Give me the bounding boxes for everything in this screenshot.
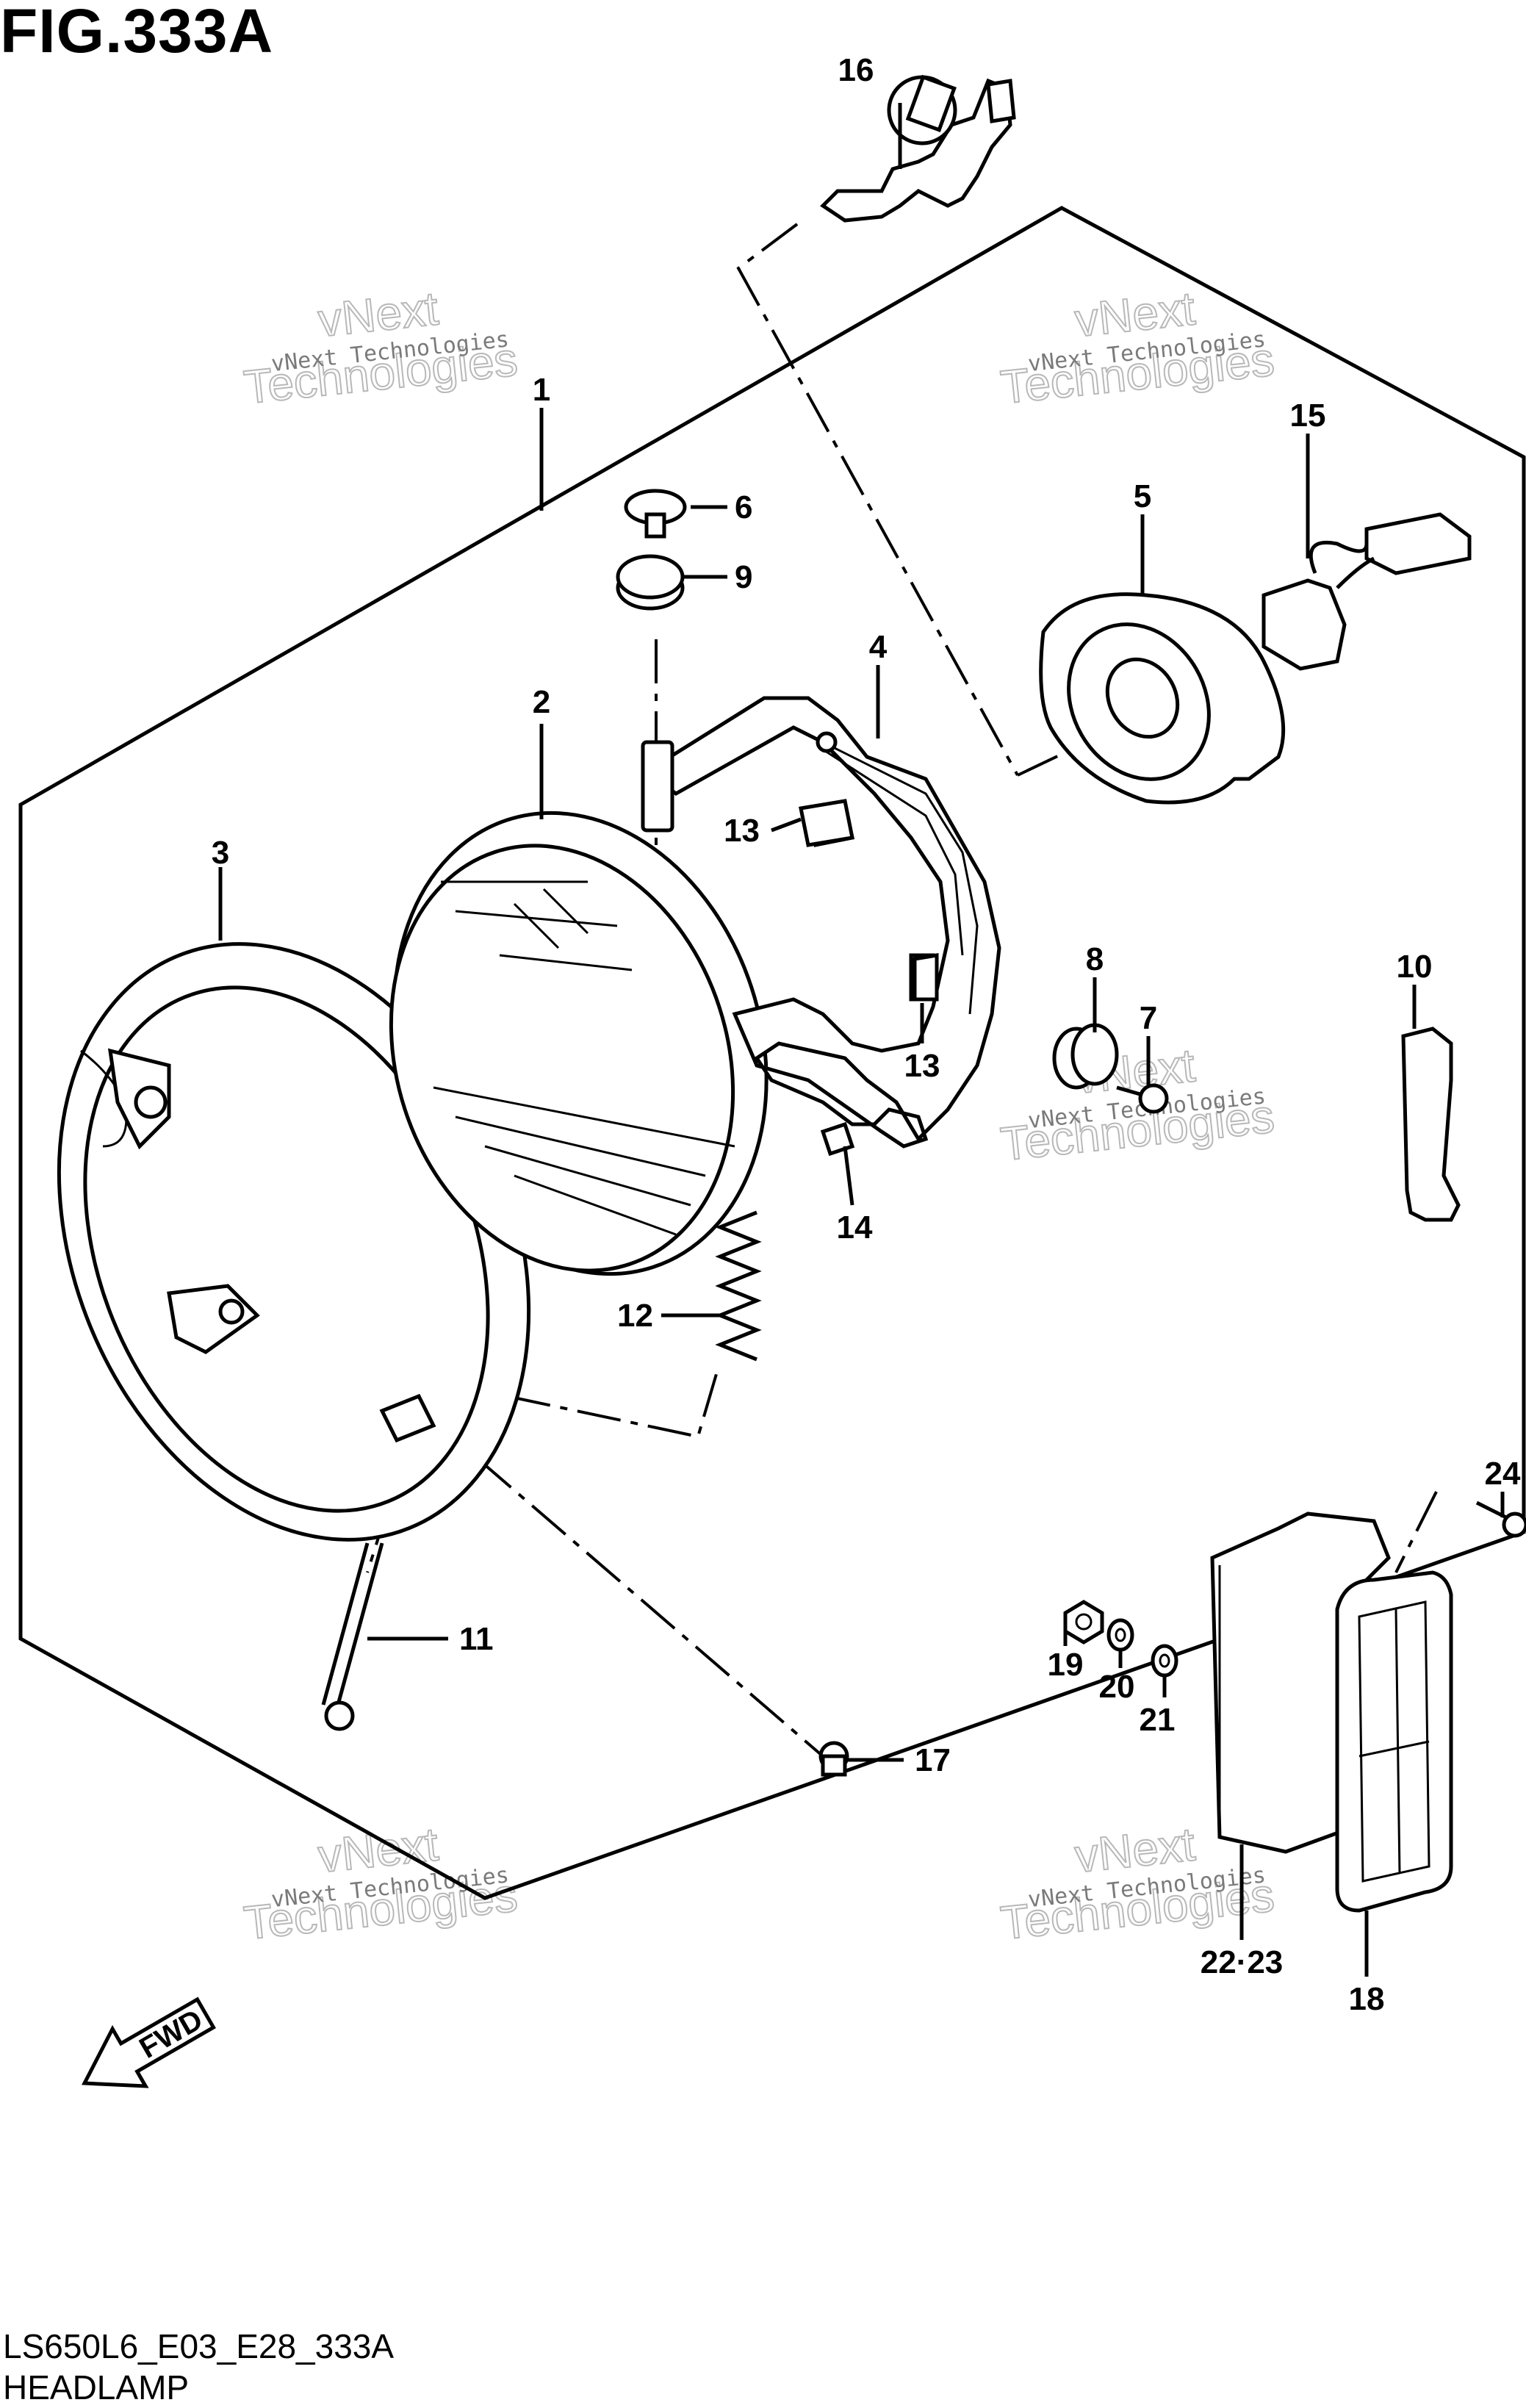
- callout-15: 15: [1290, 398, 1326, 434]
- headlamp-rim: [57, 942, 531, 1542]
- callout-9: 9: [735, 559, 752, 595]
- clip-13b: [913, 953, 939, 1002]
- callout-numbers: 1 2 3 4 5 6 7 8 9 10 11 12 13 13 14 15 1…: [212, 52, 1521, 2017]
- callout-20: 20: [1099, 1669, 1135, 1705]
- callout-19: 19: [1048, 1647, 1084, 1683]
- callout-17: 17: [915, 1742, 951, 1778]
- callout-1: 1: [533, 372, 550, 408]
- washer-20: [1106, 1618, 1134, 1652]
- bracket-10: [1401, 1027, 1461, 1222]
- callout-13: 13: [724, 813, 760, 849]
- leader-screw17: [476, 1457, 824, 1758]
- headlamp-unit: [389, 811, 769, 1276]
- callout-5: 5: [1134, 478, 1151, 514]
- leader-spring: [506, 1373, 718, 1439]
- socket-wiring: [1262, 512, 1472, 671]
- nut-19: [1063, 1600, 1104, 1645]
- callout-3: 3: [212, 835, 229, 871]
- callout-18: 18: [1349, 1981, 1385, 2017]
- figure-title: FIG.333A: [0, 0, 274, 65]
- callout-13: 13: [904, 1048, 940, 1084]
- callout-12: 12: [617, 1298, 653, 1334]
- callout-22-23: 22·23: [1201, 1944, 1284, 1980]
- screw-11: [321, 1542, 384, 1731]
- leader-bulb: [736, 223, 1019, 776]
- callout-8: 8: [1086, 941, 1104, 977]
- clip-13a: [799, 799, 854, 847]
- washer-21: [1151, 1644, 1178, 1678]
- figure-name: HEADLAMP: [3, 2368, 190, 2407]
- rubber-cap-6: [624, 489, 687, 539]
- callout-21: 21: [1140, 1702, 1176, 1738]
- damper-8: [1052, 1023, 1119, 1090]
- watermark: Technologies vNext vNext Technologies: [998, 1038, 1278, 1171]
- callout-14: 14: [837, 1210, 873, 1246]
- callout-11: 11: [459, 1621, 494, 1657]
- bulb: [820, 74, 1016, 223]
- cap-cover: [1039, 592, 1286, 805]
- watermark: Technologies vNext vNext Technologies: [241, 1816, 521, 1950]
- callout-16: 16: [838, 52, 874, 88]
- callout-7: 7: [1140, 1000, 1157, 1036]
- callout-4: 4: [869, 629, 888, 665]
- screw-7: [1116, 1083, 1169, 1114]
- callout-10: 10: [1397, 949, 1433, 985]
- leader-24: [1394, 1491, 1438, 1573]
- fwd-arrow: FWD: [81, 1997, 216, 2088]
- nut-14: [820, 1121, 855, 1157]
- screw-17: [818, 1741, 849, 1777]
- screw-24: [1475, 1500, 1526, 1538]
- reflector-18: [1335, 1570, 1453, 1913]
- callout-2: 2: [533, 684, 550, 720]
- grommet-9: [616, 554, 685, 611]
- watermark: Technologies vNext vNext Technologies: [998, 281, 1278, 414]
- callout-24: 24: [1485, 1456, 1521, 1492]
- callout-lines: [218, 103, 1505, 1977]
- figure-code: LS650L6_E03_E28_333A: [3, 2327, 395, 2365]
- watermark: Technologies vNext vNext Technologies: [241, 281, 521, 414]
- spring-12: [715, 1210, 762, 1362]
- callout-6: 6: [735, 489, 752, 525]
